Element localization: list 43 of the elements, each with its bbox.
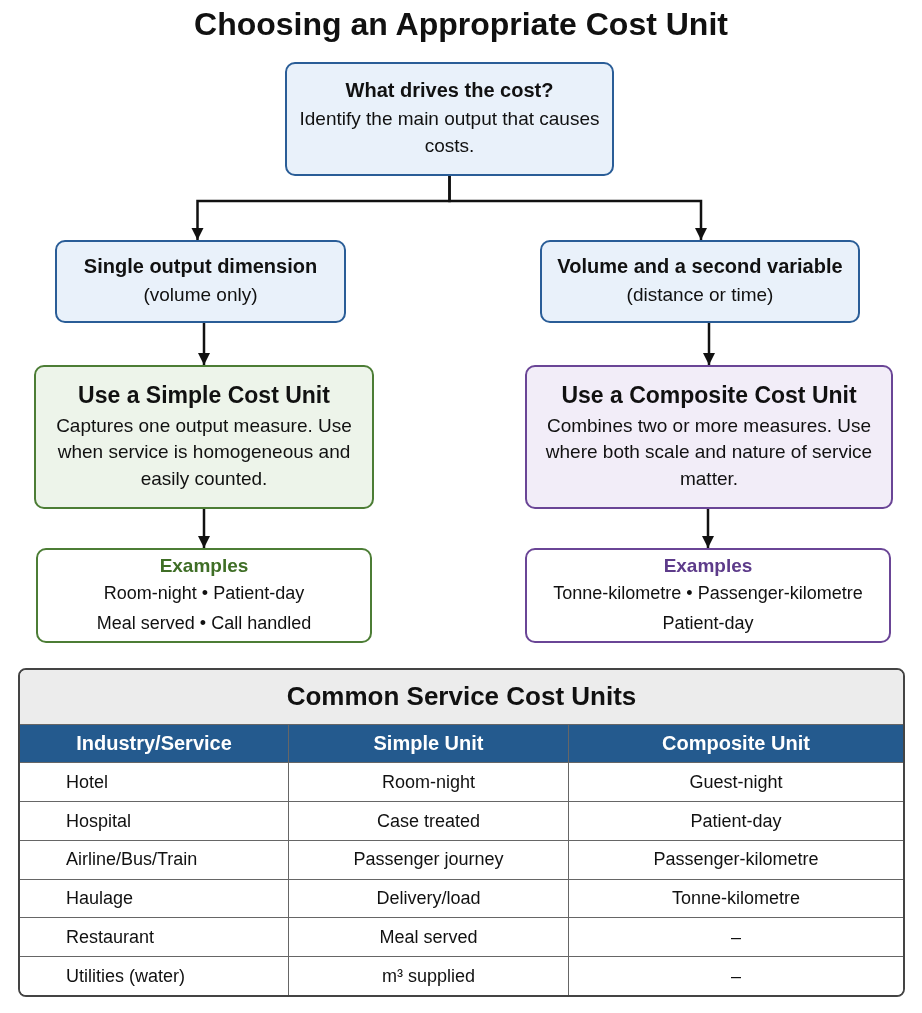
box-heading: Volume and a second variable xyxy=(557,254,843,278)
table-cell-text: Airline/Bus/Train xyxy=(65,848,199,872)
arrow xyxy=(197,509,211,548)
box-heading: Examples xyxy=(159,555,249,578)
box-heading: Examples xyxy=(663,555,753,578)
box-text: (distance or time) xyxy=(626,282,774,307)
process-box xyxy=(525,365,893,509)
box-text: Identify the main output that causes costs. xyxy=(298,106,601,158)
box-text: (volume only) xyxy=(143,282,258,307)
box-heading: What drives the cost? xyxy=(345,78,554,102)
process-box xyxy=(540,240,860,323)
box-heading: Use a Composite Cost Unit xyxy=(561,381,857,409)
box-text: Combines two or more measures. Use where both scale and nature of service matter. xyxy=(544,413,874,491)
box-text: Room-night • Patient-day xyxy=(103,582,305,606)
table-cell: – xyxy=(568,957,903,995)
table-cell-text: Restaurant xyxy=(65,925,156,949)
box-heading: Single output dimension xyxy=(83,254,318,278)
process-box xyxy=(34,365,374,509)
table-cell-text: Hospital xyxy=(65,809,133,833)
table-cell: Patient-day xyxy=(568,802,903,840)
diagram-title: Choosing an Appropriate Cost Unit xyxy=(193,6,729,43)
examples-box xyxy=(525,548,891,643)
table-cell-text: Hotel xyxy=(65,770,110,794)
table-cell: Passenger journey xyxy=(288,840,568,879)
table-title: Common Service Cost Units xyxy=(20,670,903,724)
table-cell-text: Utilities (water) xyxy=(65,964,186,988)
box-text: Meal served • Call handled xyxy=(96,611,312,635)
column-header: Industry/Service xyxy=(75,731,233,757)
table-cell: Passenger-kilometre xyxy=(568,840,903,879)
arrow xyxy=(702,323,716,365)
table-cell: Case treated xyxy=(288,802,568,840)
examples-box xyxy=(36,548,372,643)
box-heading: Use a Simple Cost Unit xyxy=(78,381,330,409)
box-text: Captures one output measure. Use when service is homogeneous and easily counted. xyxy=(55,413,353,491)
process-box xyxy=(285,62,614,176)
arrow xyxy=(197,323,211,365)
box-text: Tonne-kilometre • Passenger-kilometre xyxy=(553,582,863,606)
process-box xyxy=(55,240,346,323)
table-cell: m³ supplied xyxy=(288,957,568,995)
arrow xyxy=(701,509,715,548)
box-text: Patient-day xyxy=(662,611,754,635)
table-cell-text: Haulage xyxy=(65,887,135,911)
arrow xyxy=(448,176,708,240)
